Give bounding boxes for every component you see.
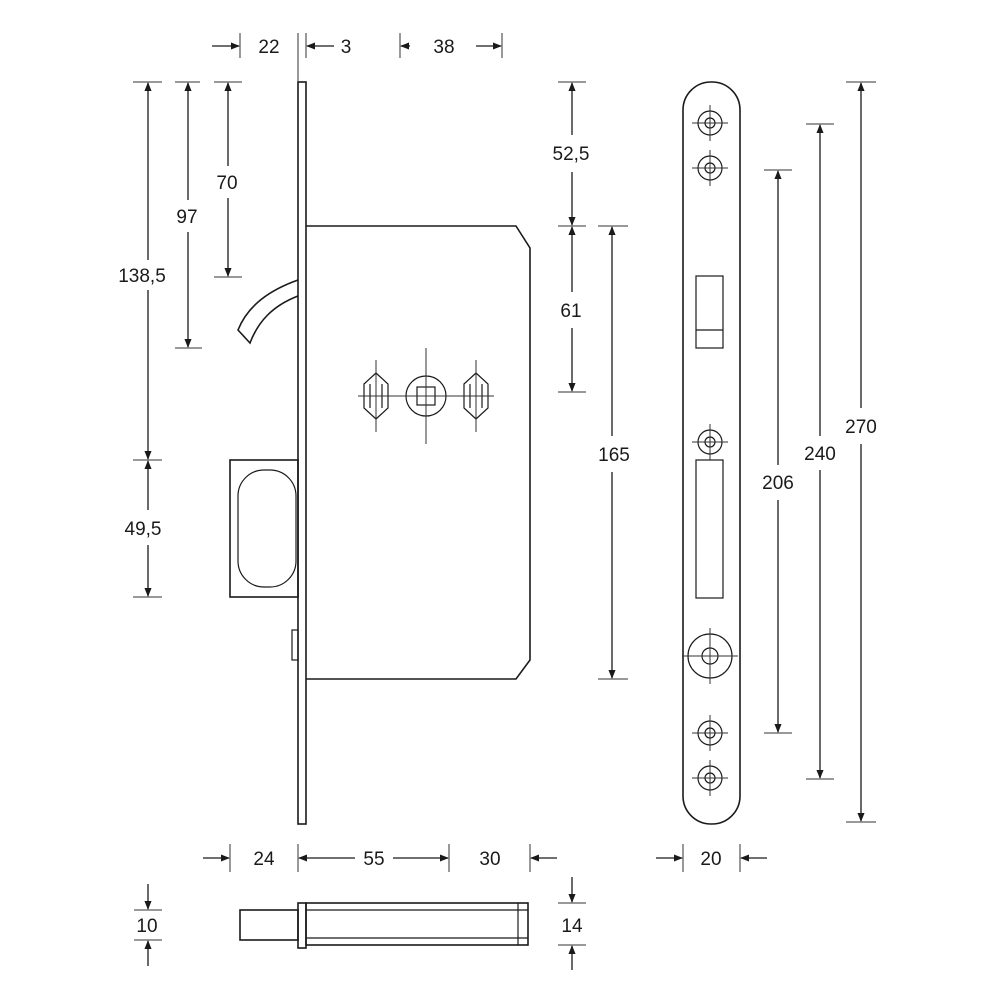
hook-bolt-opening	[695, 275, 724, 349]
dim-label-165: 165	[598, 445, 630, 466]
plan-case	[305, 902, 529, 946]
dim-label-206: 206	[762, 473, 794, 494]
screw-boss-right	[458, 360, 494, 432]
dim-label-24: 24	[253, 849, 275, 870]
plan-bolt	[239, 909, 299, 941]
dim-label-240: 240	[804, 444, 836, 465]
dimension-lines	[144, 42, 865, 970]
cylinder-slot	[237, 469, 297, 588]
dim-label-270: 270	[845, 417, 877, 438]
dim-label-52-5: 52,5	[553, 144, 590, 165]
screw-hole-4	[692, 715, 728, 751]
latch-opening	[695, 459, 724, 599]
dim-label-55: 55	[363, 849, 384, 870]
dim-label-138-5: 138,5	[118, 266, 166, 287]
dim-label-10: 10	[136, 916, 157, 937]
hook-bolt	[237, 279, 299, 345]
cylinder-hole	[682, 628, 738, 684]
screw-hole-2	[692, 150, 728, 186]
screw-hole-5	[692, 760, 728, 796]
dim-label-20: 20	[700, 849, 721, 870]
faceplate-side	[297, 81, 307, 825]
dimension-labels: 22 3 38 138,5 97 70 49,5 52,5 61 165 206…	[118, 37, 877, 937]
screw-boss-left	[358, 360, 394, 432]
extension-lines	[133, 33, 876, 946]
dim-label-14: 14	[561, 916, 583, 937]
dim-label-38: 38	[433, 37, 454, 58]
dim-label-61: 61	[560, 301, 581, 322]
screw-hole-1	[692, 105, 728, 141]
dim-label-49-5: 49,5	[125, 519, 162, 540]
plan-faceplate	[297, 902, 307, 949]
dim-label-3: 3	[341, 37, 352, 58]
dim-label-97: 97	[176, 207, 197, 228]
faceplate-front	[682, 81, 741, 825]
case-tab	[291, 629, 299, 661]
front-view	[682, 81, 741, 825]
side-view	[229, 81, 531, 825]
cylinder-housing	[229, 459, 299, 598]
screw-hole-3	[692, 424, 728, 460]
plan-view	[239, 902, 529, 949]
lock-case	[306, 225, 531, 680]
dim-label-30: 30	[479, 849, 500, 870]
dim-label-22: 22	[258, 37, 279, 58]
dim-label-70: 70	[216, 173, 237, 194]
